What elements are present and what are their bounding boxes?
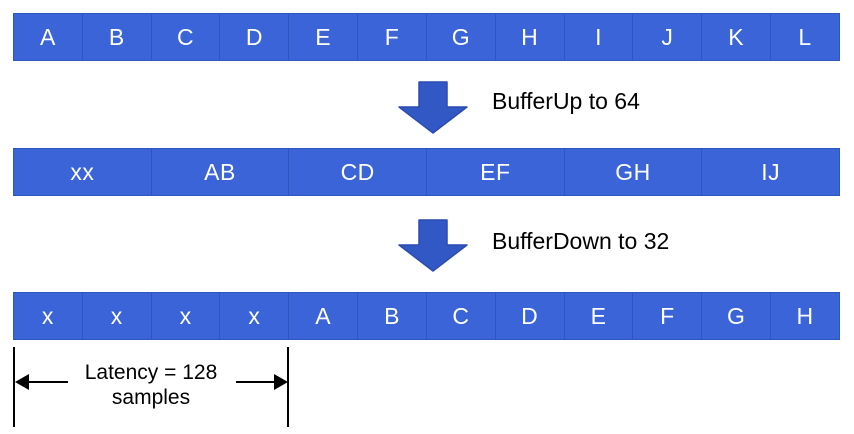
bufferdown-row: x x x x A B C D E F G H (13, 292, 840, 340)
buffer-cell: AB (151, 149, 290, 195)
latency-end-marker (287, 347, 289, 427)
latency-label-line2: samples (111, 386, 191, 409)
buffer-cell: x (151, 293, 221, 339)
buffer-cell: F (358, 14, 427, 60)
buffer-cell: x (14, 293, 83, 339)
buffer-cell: B (358, 293, 427, 339)
bufferdown-label: BufferDown to 32 (492, 228, 670, 254)
buffer-cell: H (771, 293, 839, 339)
buffer-cell: GH (564, 149, 703, 195)
bufferup-row: xx AB CD EF GH IJ (13, 148, 840, 196)
buffer-cell: xx (14, 149, 152, 195)
buffer-cell: EF (427, 149, 565, 195)
buffer-cell: I (564, 14, 634, 60)
buffer-cell: G (702, 293, 772, 339)
buffer-cell: x (82, 293, 152, 339)
buffer-cell: E (564, 293, 634, 339)
down-arrow-icon (398, 81, 468, 134)
buffer-cell: G (426, 14, 496, 60)
latency-label-line1: Latency = 128 (84, 361, 218, 384)
buffer-cell: A (14, 14, 83, 60)
buffer-cell: CD (289, 149, 428, 195)
buffer-cell: E (289, 14, 359, 60)
right-arrowhead-icon (274, 374, 288, 390)
buffer-cell: IJ (702, 149, 840, 195)
buffer-cell: K (702, 14, 772, 60)
latency-line-left (20, 381, 68, 383)
buffer-cell: B (82, 14, 152, 60)
latency-start-marker (13, 347, 15, 427)
buffer-cell: D (220, 14, 290, 60)
buffer-cell: H (495, 14, 565, 60)
buffer-cell: C (151, 14, 221, 60)
down-arrow-icon (398, 219, 468, 272)
buffer-cell: J (633, 14, 703, 60)
buffer-cell: x (220, 293, 290, 339)
latency-label: Latency = 128 samples (60, 360, 242, 410)
buffer-cell: C (426, 293, 496, 339)
buffer-cell: D (495, 293, 565, 339)
buffer-cell: A (289, 293, 359, 339)
latency-line-right (236, 381, 286, 383)
buffer-cell: L (771, 14, 839, 60)
input-row: A B C D E F G H I J K L (13, 13, 840, 61)
bufferup-label: BufferUp to 64 (492, 88, 640, 114)
buffer-cell: F (633, 293, 703, 339)
